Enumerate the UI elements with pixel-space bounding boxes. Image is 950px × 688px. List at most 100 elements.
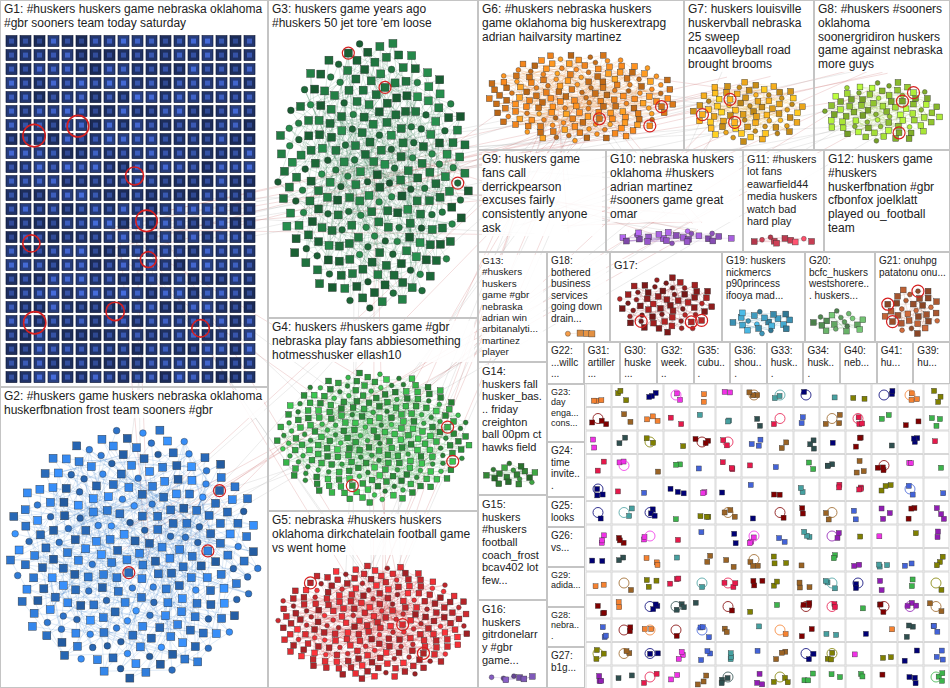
vertex [675, 537, 680, 542]
vertex [655, 651, 660, 656]
vertex [832, 395, 837, 400]
vertex [902, 563, 907, 568]
group-cell [586, 572, 611, 595]
vertex [595, 486, 600, 491]
group-cell [794, 384, 819, 407]
group-cell [872, 643, 897, 666]
vertex [777, 536, 782, 541]
vertex [699, 530, 704, 535]
vertex [903, 423, 908, 428]
vertex [646, 584, 651, 589]
vertex [732, 531, 737, 536]
vertex [757, 423, 762, 428]
vertex [811, 651, 816, 656]
vertex [798, 485, 803, 490]
vertex [615, 489, 620, 494]
vertex [617, 558, 622, 563]
group-cell [794, 455, 819, 478]
group-cell [768, 596, 793, 619]
vertex [911, 436, 916, 441]
group-cell [872, 525, 897, 548]
vertex [771, 554, 776, 559]
group-cell [846, 502, 871, 525]
vertex [752, 583, 757, 588]
group-cell [794, 408, 819, 431]
vertex [854, 470, 859, 475]
vertex [733, 581, 738, 586]
vertex [799, 563, 804, 568]
vertex [729, 608, 734, 613]
group-cell [664, 408, 689, 431]
vertex [773, 465, 778, 470]
vertex [706, 635, 711, 640]
vertex [863, 631, 868, 636]
vertex [649, 626, 654, 631]
vertex [857, 459, 862, 464]
vertex [934, 654, 939, 659]
group-cell [664, 525, 689, 548]
vertex [889, 443, 894, 448]
group-cell [898, 572, 923, 595]
vertex [681, 444, 686, 449]
vertex [877, 562, 882, 567]
vertex [902, 658, 907, 663]
group-cell [872, 478, 897, 501]
group-cell [586, 431, 611, 454]
vertex [629, 506, 634, 511]
vertex [644, 578, 649, 583]
vertex [747, 541, 752, 546]
vertex [914, 397, 919, 402]
vertex [837, 412, 842, 417]
vertex [701, 679, 706, 684]
vertex [599, 678, 604, 683]
group-cell [872, 431, 897, 454]
vertex [674, 462, 679, 467]
vertex [907, 675, 912, 680]
vertex [799, 421, 804, 426]
vertex [623, 435, 628, 440]
vertex [830, 462, 835, 467]
vertex [885, 563, 890, 568]
vertex [941, 516, 946, 521]
vertex [831, 556, 836, 561]
vertex [668, 415, 673, 420]
vertex [732, 514, 737, 519]
group-cell [794, 666, 819, 688]
vertex [862, 396, 867, 401]
self-loop [619, 508, 629, 518]
self-loop [879, 390, 889, 400]
group-cell [794, 478, 819, 501]
vertex [676, 576, 681, 581]
vertex [909, 584, 914, 589]
vertex [782, 539, 787, 544]
vertex [681, 491, 686, 496]
vertex [783, 631, 788, 636]
vertex [823, 421, 828, 426]
vertex [811, 467, 816, 472]
vertex [800, 415, 805, 420]
vertex [724, 558, 729, 563]
vertex [938, 394, 943, 399]
vertex [856, 415, 861, 420]
group-cell [924, 596, 949, 619]
vertex [653, 602, 658, 607]
vertex [887, 511, 892, 516]
vertex [806, 678, 811, 683]
vertex [934, 563, 939, 568]
vertex [800, 511, 805, 516]
vertex [890, 627, 895, 632]
vertex [757, 624, 762, 629]
self-loop [931, 578, 941, 588]
vertex [807, 585, 812, 590]
group-cell [716, 455, 741, 478]
vertex [888, 655, 893, 660]
group-cell [820, 408, 845, 431]
vertex [701, 491, 706, 496]
vertex [837, 421, 842, 426]
vertex [939, 587, 944, 592]
self-loop [645, 672, 655, 682]
vertex [910, 577, 915, 582]
vertex [830, 650, 835, 655]
group-cell [612, 619, 637, 642]
vertex [879, 506, 884, 511]
